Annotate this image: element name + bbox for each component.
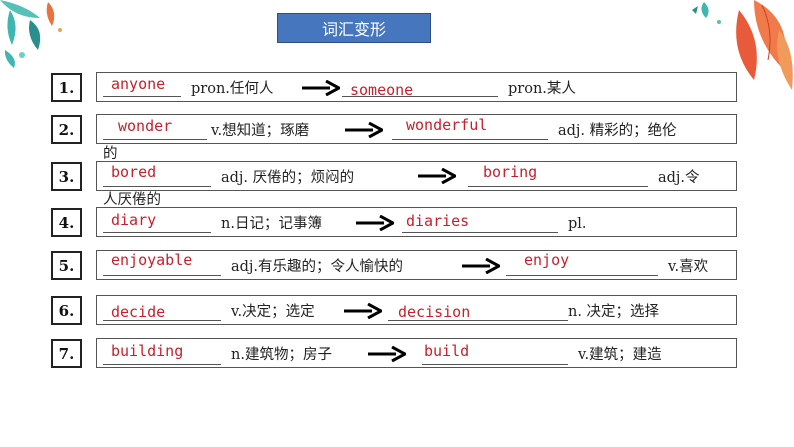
word-definition: adj.有乐趣的；令人愉快的 — [231, 259, 404, 275]
row-number: 5. — [51, 251, 82, 280]
row-number: 4. — [51, 208, 82, 237]
answer-blank — [103, 139, 207, 140]
answer-word: bored — [111, 163, 157, 181]
answer-blank — [468, 186, 648, 187]
answer-blank — [392, 139, 548, 140]
answer-word: wonderful — [406, 116, 488, 134]
row-number: 7. — [51, 339, 82, 368]
word-definition: adj.令 — [658, 170, 700, 186]
vocab-row-7 — [96, 338, 737, 368]
word-definition: v.建筑；建造 — [578, 347, 662, 363]
word-definition: v.喜欢 — [668, 259, 709, 275]
word-definition-wrap: 人厌倦的 — [103, 192, 161, 208]
right-arrow-icon — [344, 303, 382, 319]
right-arrow-icon — [345, 122, 383, 138]
word-definition-wrap: 的 — [103, 146, 118, 162]
answer-blank — [506, 275, 658, 276]
row-number: 3. — [51, 162, 82, 191]
answer-word: build — [424, 342, 470, 360]
answer-word: someone — [350, 81, 414, 99]
right-arrow-icon — [418, 168, 456, 184]
answer-blank — [103, 186, 211, 187]
word-definition: adj. 精彩的；绝伦 — [558, 123, 677, 139]
right-arrow-icon — [356, 215, 394, 231]
row-number: 2. — [51, 115, 82, 144]
answer-blank — [103, 275, 221, 276]
answer-blank — [402, 232, 558, 233]
answer-blank — [342, 96, 498, 97]
answer-word: boring — [483, 163, 538, 181]
answer-word: diaries — [406, 212, 470, 230]
right-arrow-icon — [302, 80, 340, 96]
answer-word: decide — [111, 303, 166, 321]
word-definition: adj. 厌倦的；烦闷的 — [221, 170, 355, 186]
answer-word: anyone — [111, 75, 166, 93]
word-definition: n. 决定；选择 — [568, 304, 660, 320]
row-number: 6. — [51, 296, 82, 325]
leaf-decoration-top-right — [692, 0, 793, 90]
answer-blank — [388, 320, 568, 321]
leaf-decoration-top-left — [0, 0, 62, 68]
word-definition: pron.某人 — [508, 81, 576, 97]
word-definition: pron.任何人 — [191, 81, 274, 97]
answer-word: building — [111, 342, 184, 360]
answer-word: diary — [111, 211, 157, 229]
word-definition: v.决定；选定 — [231, 304, 315, 320]
row-number: 1. — [51, 73, 82, 102]
word-definition: pl. — [568, 216, 587, 232]
vocab-row-1 — [96, 72, 737, 102]
answer-blank — [422, 364, 568, 365]
word-definition: n.日记；记事簿 — [221, 216, 322, 232]
answer-word: enjoy — [524, 251, 570, 269]
answer-blank — [103, 232, 211, 233]
answer-word: decision — [398, 303, 471, 321]
page-title: 词汇变形 — [277, 13, 431, 43]
right-arrow-icon — [462, 258, 500, 274]
answer-blank — [103, 320, 221, 321]
word-definition: v.想知道；琢磨 — [211, 123, 310, 139]
answer-word: enjoyable — [111, 251, 193, 269]
word-definition: n.建筑物；房子 — [231, 347, 332, 363]
answer-word: wonder — [118, 117, 173, 135]
right-arrow-icon — [368, 346, 406, 362]
answer-blank — [103, 96, 181, 97]
answer-blank — [103, 364, 221, 365]
